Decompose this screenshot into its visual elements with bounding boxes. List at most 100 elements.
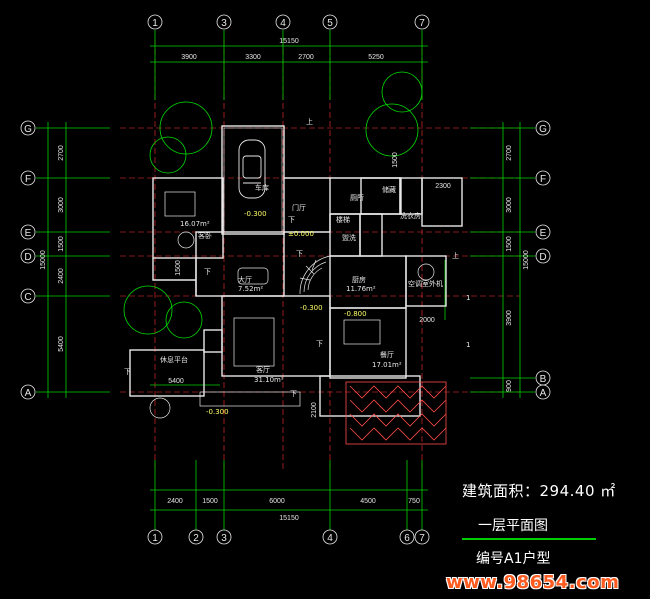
axis-left-a: A bbox=[25, 388, 32, 399]
dim-top-total: 15150 bbox=[279, 38, 299, 45]
axis-right-a: A bbox=[540, 388, 547, 399]
dim-top-2: 3300 bbox=[245, 54, 261, 61]
room-storage: 储藏 bbox=[382, 185, 396, 194]
dim-right-1: 2700 bbox=[506, 145, 513, 161]
axis-bottom-3: 3 bbox=[221, 533, 227, 544]
axis-left-d: D bbox=[24, 252, 31, 263]
room-kitchen-area: 11.76m² bbox=[346, 285, 376, 293]
dim-top-4: 5250 bbox=[368, 54, 384, 61]
dim-right-total: 15000 bbox=[523, 250, 530, 270]
axis-left-c: C bbox=[24, 292, 31, 303]
hatched-terrace bbox=[345, 381, 447, 445]
label-up-1: 上 bbox=[306, 117, 313, 126]
garage-level: -0.300 bbox=[244, 210, 267, 218]
dim-left-1: 2700 bbox=[58, 145, 65, 161]
axis-right-b: B bbox=[540, 374, 547, 385]
dim-bottom-5: 750 bbox=[408, 498, 420, 505]
dim-left-4: 2400 bbox=[58, 268, 65, 284]
room-kitchen: 厨房 bbox=[352, 275, 366, 284]
room-bath: 盥洗 bbox=[342, 233, 356, 242]
room-hall-area: 7.52m² bbox=[238, 285, 263, 293]
axis-right-e: E bbox=[540, 228, 547, 239]
title-underline bbox=[462, 538, 596, 540]
axis-top-1: 1 bbox=[152, 18, 158, 29]
axis-bubbles bbox=[20, 14, 551, 545]
dim-2100: 2100 bbox=[311, 402, 318, 418]
axis-left-f: F bbox=[25, 174, 31, 185]
dim-right-5: 900 bbox=[506, 380, 513, 392]
room-foyer: 门厅 bbox=[292, 203, 306, 212]
room-living-area: 31.10m² bbox=[254, 376, 284, 384]
dim-left-3: 1500 bbox=[58, 236, 65, 252]
room-ac: 空调室外机 bbox=[408, 279, 443, 288]
axis-bottom-7: 7 bbox=[419, 533, 425, 544]
label-down-2: 下 bbox=[204, 268, 211, 276]
terrace-level: -0.300 bbox=[206, 408, 229, 416]
label-down-1: 下 bbox=[288, 216, 295, 224]
section-marker-2: 1 bbox=[466, 341, 470, 349]
room-stair: 楼梯 bbox=[336, 215, 350, 224]
axis-top-7: 7 bbox=[419, 18, 425, 29]
axis-labels: 1 3 4 5 7 1 2 3 4 6 7 G F E D C A G F E … bbox=[24, 18, 547, 544]
room-bedroom-area: 16.07m² bbox=[180, 220, 210, 228]
axis-bottom-6: 6 bbox=[404, 533, 410, 544]
axis-bottom-4: 4 bbox=[327, 533, 333, 544]
furniture bbox=[149, 191, 435, 419]
room-guest: 客卧 bbox=[198, 231, 212, 240]
dim-2000: 2000 bbox=[419, 317, 435, 324]
dim-right-2: 3000 bbox=[506, 197, 513, 213]
dim-1500-a: 1500 bbox=[392, 152, 399, 168]
axis-top-5: 5 bbox=[327, 18, 333, 29]
dim-2300: 2300 bbox=[435, 183, 451, 190]
dim-1500-b: 1500 bbox=[175, 260, 182, 276]
dim-bottom-4: 4500 bbox=[360, 498, 376, 505]
axis-right-d: D bbox=[539, 252, 546, 263]
dim-left-total: 15000 bbox=[40, 250, 47, 270]
room-garage: 车库 bbox=[255, 183, 269, 192]
room-dining: 餐厅 bbox=[380, 350, 394, 359]
dining-level: -0.800 bbox=[344, 310, 367, 318]
walls bbox=[129, 125, 463, 417]
plan-code-label: 编号A1户型 bbox=[476, 551, 551, 567]
landscape-trees bbox=[123, 71, 423, 339]
room-living: 客厅 bbox=[256, 365, 270, 374]
dim-top-1: 3900 bbox=[181, 54, 197, 61]
label-down-4: 下 bbox=[316, 340, 323, 348]
axis-bottom-2: 2 bbox=[193, 533, 199, 544]
watermark-link[interactable]: www.98654.com bbox=[446, 572, 620, 593]
section-marker-1: 1 bbox=[466, 294, 470, 302]
floor-plan-title: 一层平面图 bbox=[478, 518, 548, 534]
label-down-6: 下 bbox=[290, 390, 297, 398]
dimension-text-vertical: 15000 2700 3000 1500 2400 5400 15000 270… bbox=[40, 145, 530, 418]
room-labels: 车库 -0.300 16.07m² 客卧 门厅 ±0.000 大厅 7.52m²… bbox=[124, 117, 470, 416]
dim-bottom-total: 15150 bbox=[279, 515, 299, 522]
axis-left-g: G bbox=[24, 124, 32, 135]
dim-left-2: 3000 bbox=[58, 197, 65, 213]
dim-right-4: 3900 bbox=[506, 310, 513, 326]
dim-right-3: 1500 bbox=[506, 236, 513, 252]
room-hall: 大厅 bbox=[238, 275, 252, 284]
label-up-2: 上 bbox=[452, 251, 459, 260]
room-terrace: 休息平台 bbox=[160, 355, 188, 364]
label-down-5: 下 bbox=[124, 368, 131, 376]
car-symbol bbox=[238, 139, 266, 199]
axis-right-g: G bbox=[539, 124, 547, 135]
stair-symbol bbox=[299, 255, 331, 295]
label-down-3: 下 bbox=[296, 250, 303, 258]
foyer-level: ±0.000 bbox=[288, 230, 314, 238]
axis-top-3: 3 bbox=[221, 18, 227, 29]
room-dining-area: 17.01m² bbox=[372, 361, 402, 369]
dimension-text: 15150 3900 3300 2700 5250 2400 1500 6000… bbox=[167, 38, 451, 522]
dim-top-3: 2700 bbox=[298, 54, 314, 61]
axis-right-f: F bbox=[540, 174, 546, 185]
dim-bottom-2: 1500 bbox=[202, 498, 218, 505]
axis-left-e: E bbox=[25, 228, 32, 239]
dim-bottom-3: 6000 bbox=[269, 498, 285, 505]
building-area-label: 建筑面积：294.40 ㎡ bbox=[462, 482, 616, 500]
dim-5400: 5400 bbox=[168, 378, 184, 385]
living-level: -0.300 bbox=[300, 304, 323, 312]
dimension-lines bbox=[36, 30, 535, 530]
dim-left-5: 5400 bbox=[58, 336, 65, 352]
axis-top-4: 4 bbox=[280, 18, 286, 29]
